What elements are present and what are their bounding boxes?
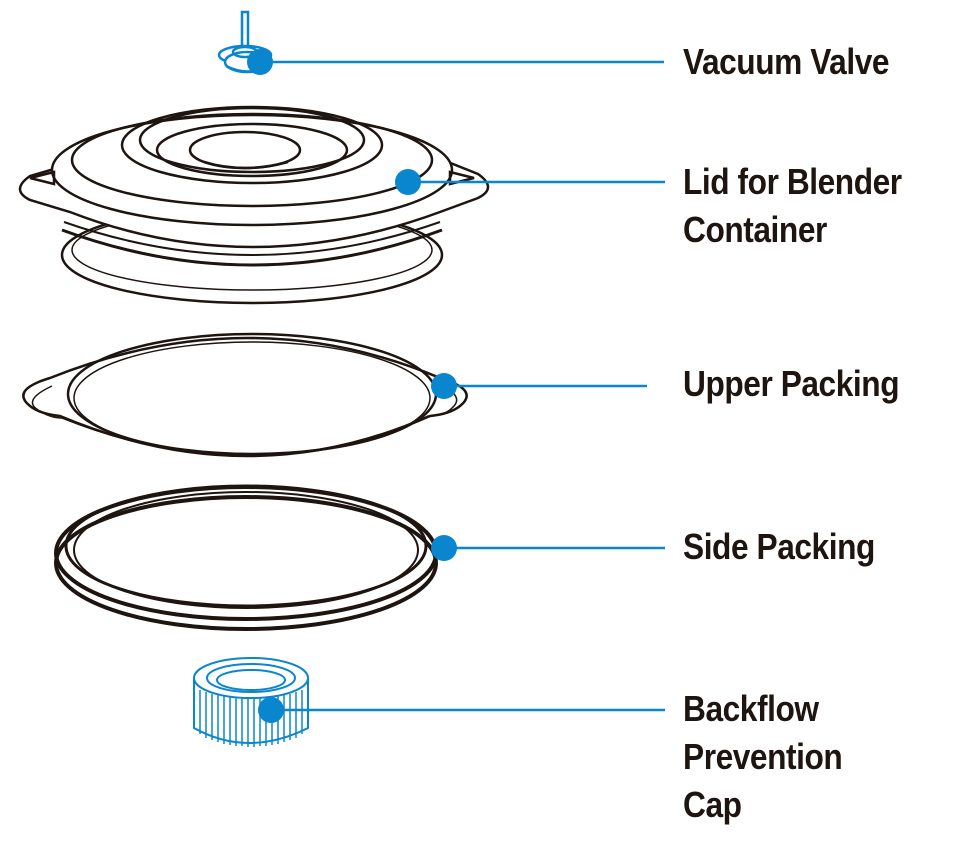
leader-backflow-cap: [258, 697, 665, 723]
label-line: Lid for Blender: [683, 161, 902, 202]
label-backflow-cap: Backflow Prevention Cap: [683, 685, 843, 829]
lid-drawing: [18, 105, 490, 305]
label-vacuum-valve: Vacuum Valve: [683, 38, 889, 86]
leader-lid: [395, 169, 665, 195]
label-upper-packing: Upper Packing: [683, 360, 900, 408]
side-packing-drawing: [54, 484, 438, 631]
leader-vacuum-valve: [247, 49, 664, 75]
leader-upper-packing: [431, 373, 647, 399]
label-line: Vacuum Valve: [683, 41, 890, 82]
leader-side-packing: [431, 535, 665, 561]
backflow-cap-drawing: [193, 657, 309, 747]
label-line: Upper Packing: [683, 363, 900, 404]
label-line: Backflow: [683, 688, 819, 729]
label-line: Prevention: [683, 736, 843, 777]
label-line: Cap: [683, 784, 742, 825]
label-line: Side Packing: [683, 526, 875, 567]
upper-packing-drawing: [22, 332, 468, 458]
label-line: Container: [683, 209, 827, 250]
label-side-packing: Side Packing: [683, 523, 875, 571]
label-lid: Lid for Blender Container: [683, 158, 902, 254]
